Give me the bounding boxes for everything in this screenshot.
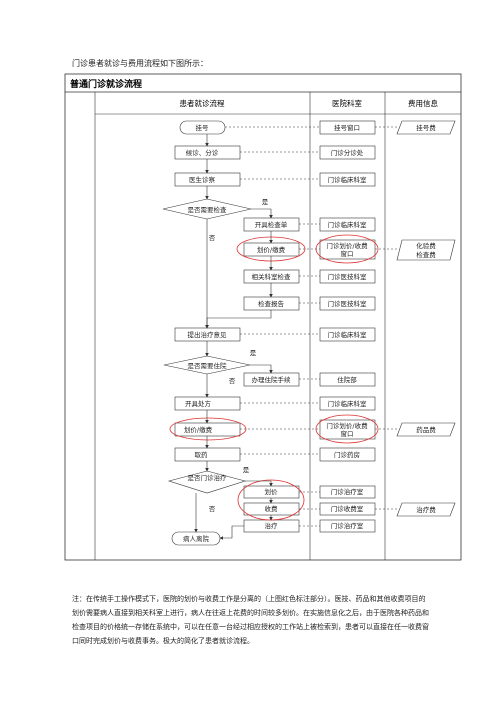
dept-label-12: 门诊药房 [334,450,360,459]
register-label: 挂号 [196,123,210,132]
pricing-label: 划价 [265,487,279,496]
dept-exam-label: 相关科室检查 [252,272,292,281]
intro-text: 门诊患者就诊与费用流程如下图所示： [72,59,208,68]
dept-box-12 [319,447,376,462]
dept-box-10 [319,396,376,411]
dept-label-5b: 窗口 [341,249,354,258]
dept-box-3 [319,172,376,187]
fee-label-register: 挂号费 [416,123,436,132]
no2-label: 否 [229,377,236,385]
header-dept: 医院科室 [332,98,362,108]
pay2-label: 划价/缴费 [184,425,213,434]
need-exam-label: 是否需要检查 [188,205,228,214]
leave-label: 病人离院 [183,534,210,543]
dept-box-6 [319,269,376,284]
dept-box-4 [319,217,376,232]
register-node [179,120,226,135]
fee-box-medicine [396,422,456,437]
header-flow: 患者就诊流程 [180,98,225,108]
admission-label: 办理住院手续 [252,375,292,384]
dept-label-14: 门诊收费室 [331,504,364,513]
exam-report-label: 检查报告 [258,299,285,308]
dept-label-7: 门诊医技科室 [328,299,368,308]
fee-box-treatment [396,502,456,517]
dept-box-7 [319,296,376,311]
dept-label-4: 门诊临床科室 [328,220,368,229]
need-treat-label: 是否门诊治疗 [188,473,228,482]
dept-label-11b: 窗口 [341,429,354,438]
dept-box-5 [319,239,376,260]
dept-box-8 [319,327,376,342]
dept-box-1 [319,120,376,135]
treat-label: 治疗 [265,521,279,530]
fee-box-exam [396,239,456,261]
dept-box-9 [319,372,376,387]
dept-label-10: 门诊临床科室 [328,399,368,408]
dept-label-11a: 门诊划价/收费 [326,421,368,430]
dept-label-3: 门诊临床科室 [328,175,368,184]
dept-label-1: 挂号窗口 [334,123,360,132]
need-hosp-label: 是否需要住院 [188,361,228,370]
dept-label-5a: 门诊划价/收费 [326,241,368,250]
dept-label-8: 门诊临床科室 [328,330,368,339]
triage-label: 候诊、分诊 [186,148,219,157]
dept-label-15: 门诊治疗室 [331,521,364,530]
yes1-label: 是 [262,198,269,206]
dept-box-11 [319,419,376,440]
table-frame [64,73,462,561]
fee-label-lab: 化验费 [416,241,436,250]
doctor-label: 医生诊察 [189,175,216,184]
pay1-label: 划价/缴费 [257,245,286,254]
fee-label-treatment: 治疗费 [416,505,436,514]
dept-box-2 [319,145,376,160]
no1-label: 否 [209,234,216,242]
order-exam-label: 开具检查单 [255,220,288,229]
dept-label-13: 门诊治疗室 [331,487,364,496]
fee-label-medicine: 药品费 [416,425,436,434]
header-fee: 费用信息 [408,98,438,108]
charge-label: 收费 [265,504,279,513]
need-treat-decision [167,470,247,494]
yes3-label: 是 [243,466,250,474]
fee-label-exam: 检查费 [416,250,436,259]
dept-label-2: 门诊分诊处 [331,148,364,157]
no3-label: 否 [209,505,216,513]
get-medicine-node [174,447,241,462]
table-title: 普通门诊就诊流程 [70,78,142,90]
get-medicine-label: 取药 [195,450,209,459]
dept-label-6: 门诊医技科室 [328,272,368,281]
treatment-advice-label: 提出治疗意见 [188,330,228,339]
prescribe-label: 开具处方 [185,399,212,408]
yes2-label: 是 [250,349,257,357]
dept-label-9: 住院部 [337,375,357,384]
footnote: 注：在传统手工操作模式下，医院的划价与收费工作是分离的（上图红色标注部分）。医技… [72,595,429,645]
fee-box-register [396,120,456,135]
